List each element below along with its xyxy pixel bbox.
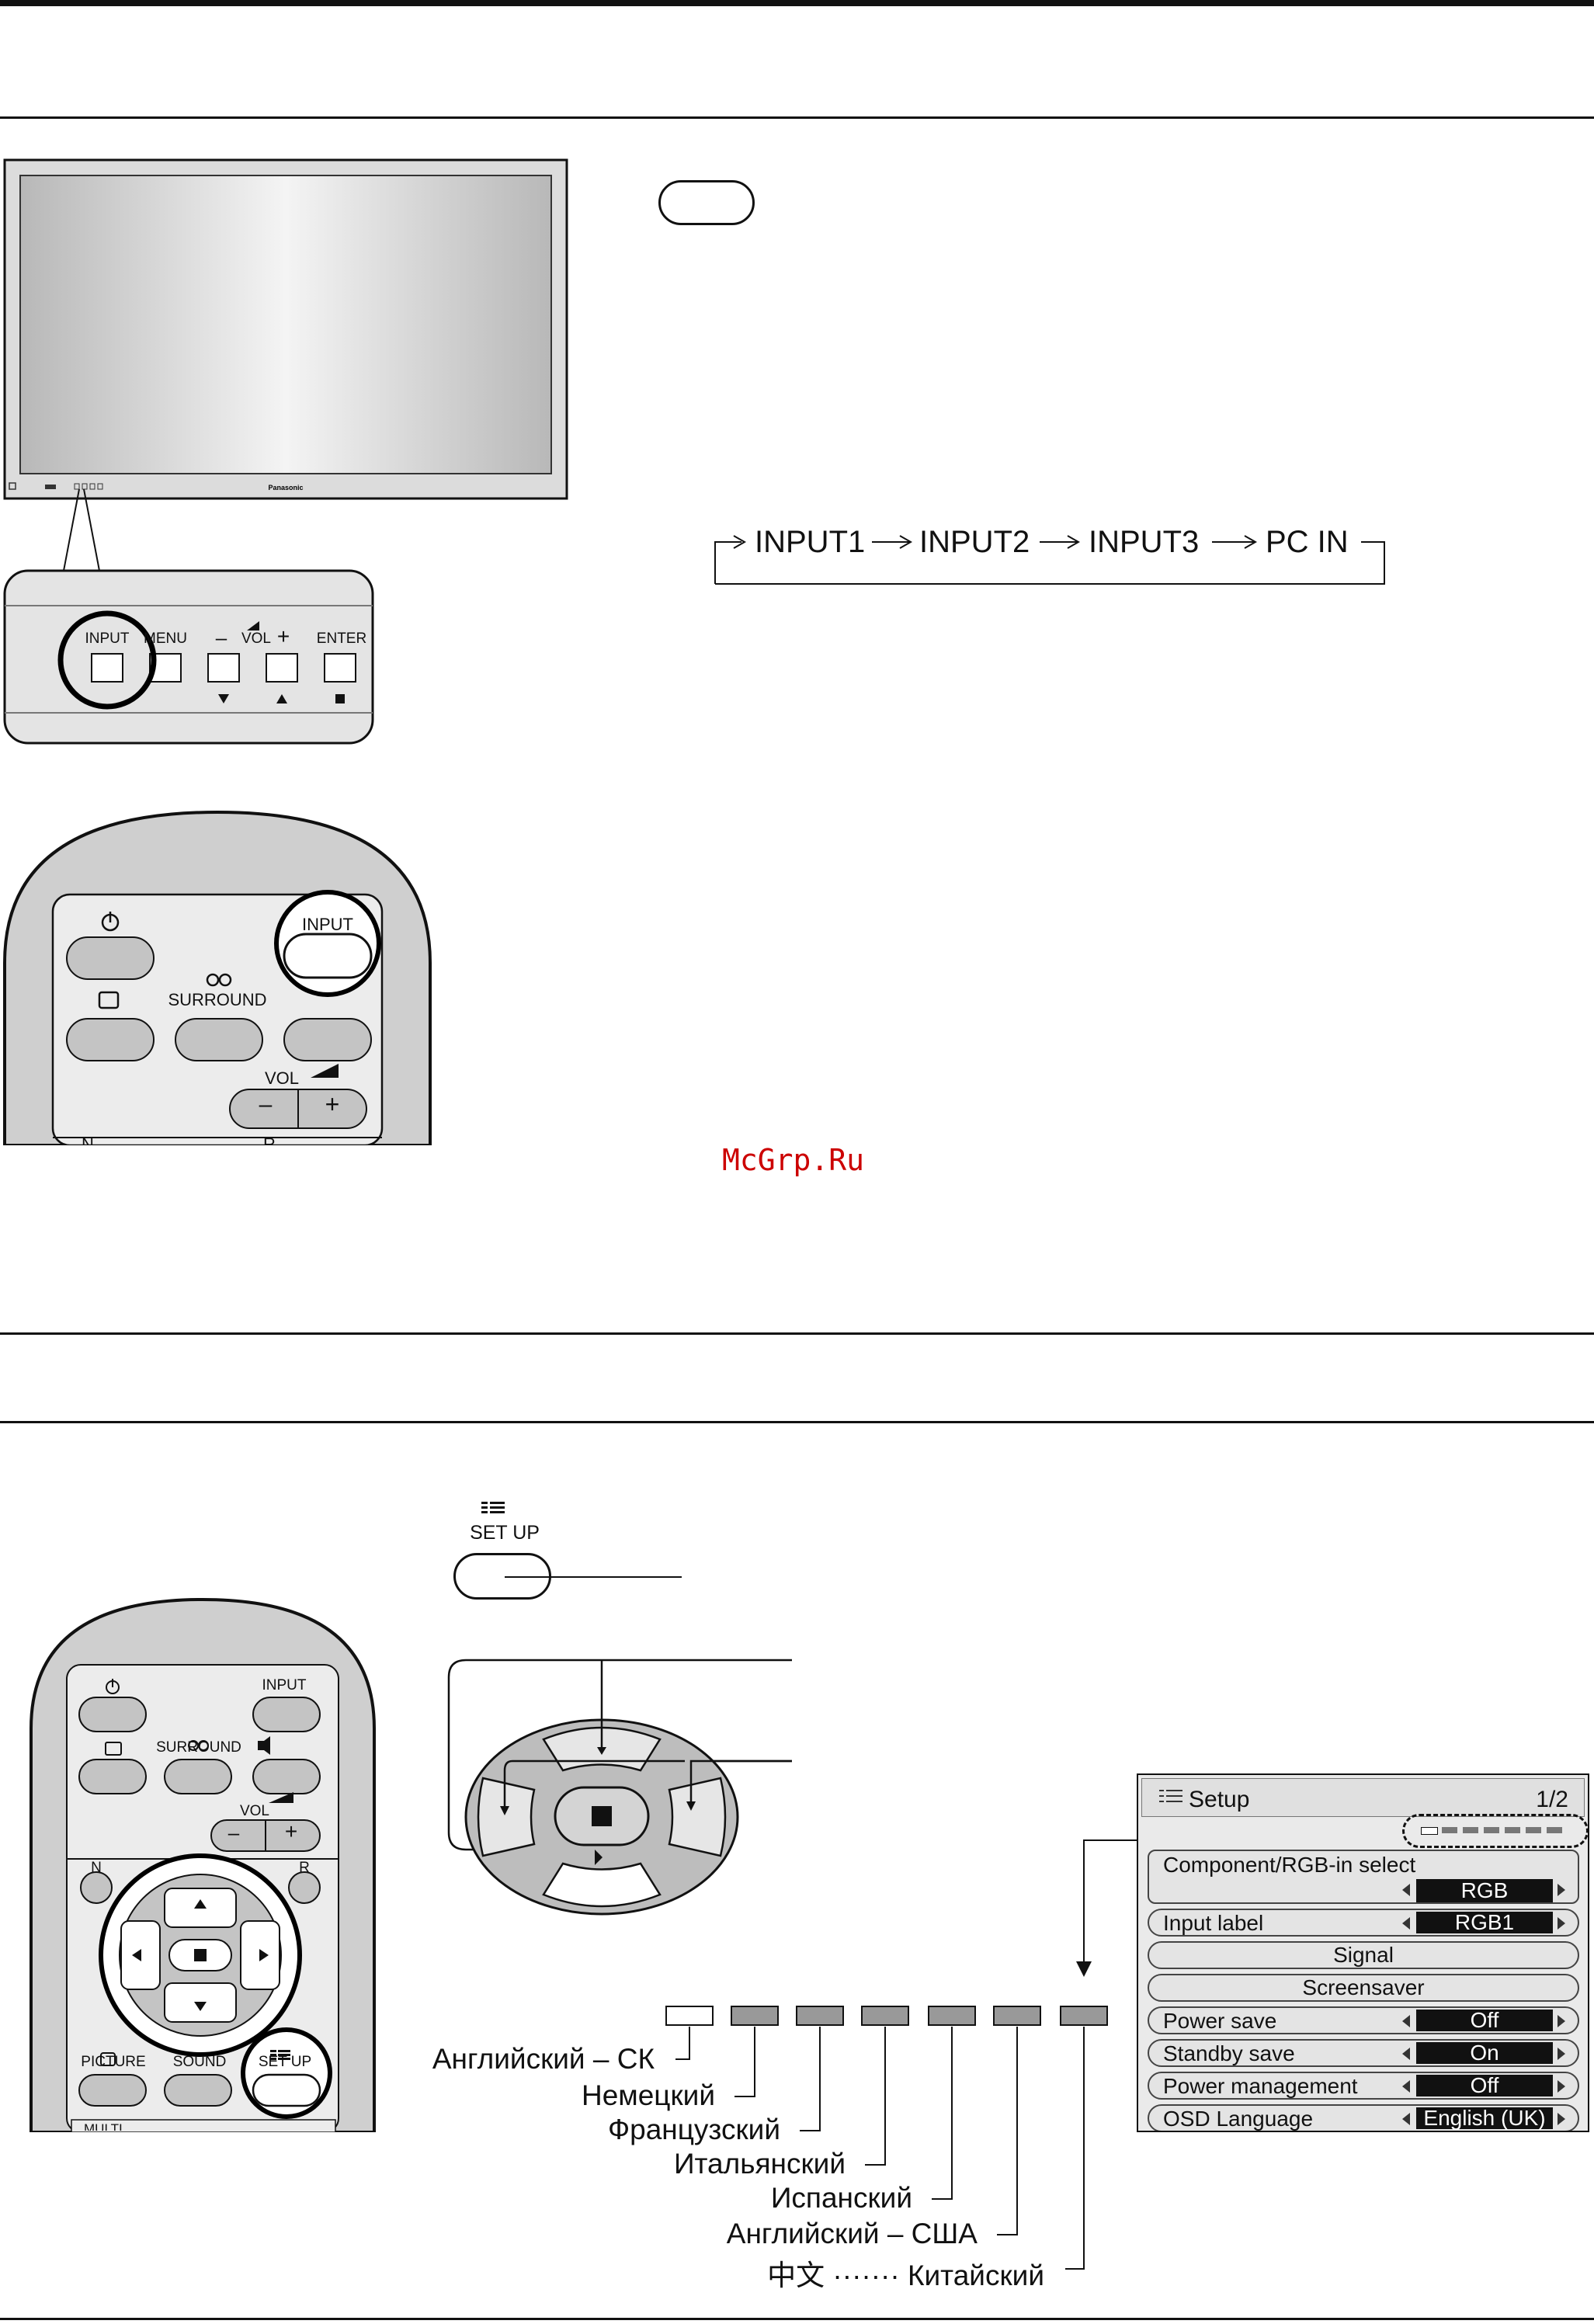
section2-title-rule <box>0 1421 1594 1423</box>
language-french: Французский <box>608 2114 780 2145</box>
osd-dashed-oval <box>1402 1814 1588 1848</box>
bottom-rule <box>0 2318 1594 2320</box>
left-arrow-icon[interactable] <box>1402 2080 1410 2093</box>
setup-button-label: SET UP <box>470 1522 540 1544</box>
tv-brand: Panasonic <box>268 484 303 492</box>
language-leader-lines <box>665 2006 1108 2270</box>
dpad-illustration <box>447 1659 792 1916</box>
section1-title-rule <box>0 116 1594 119</box>
remote-bottom-input-label[interactable]: INPUT <box>262 1677 307 1693</box>
language-spanish: Испанский <box>770 2182 912 2214</box>
setup-menu-icon <box>1159 1790 1182 1805</box>
remote-top-input-label[interactable]: INPUT <box>302 915 353 934</box>
setup-osd-menu: Setup 1/2 Component/RGB-in select RGB In… <box>1137 1773 1589 2132</box>
remote-top-surround-label[interactable]: SURROUND <box>168 990 267 1009</box>
input-button-icon[interactable] <box>658 180 755 225</box>
setup-menu-header: Setup 1/2 <box>1141 1778 1585 1817</box>
menu-row-osd-language[interactable]: OSD Language English (UK) <box>1148 2104 1579 2131</box>
panel-plus-label[interactable]: + <box>276 624 290 648</box>
remote-bottom-plus-label[interactable]: + <box>284 1819 298 1843</box>
remote-top-r-label: R <box>263 1134 276 1145</box>
left-arrow-icon[interactable] <box>1402 1917 1410 1930</box>
remote-bottom-vol-label: VOL <box>239 1803 270 1819</box>
remote-top-plus-label[interactable]: + <box>325 1090 340 1118</box>
language-chinese: 中文 ······· Китайский <box>767 2260 1044 2291</box>
panel-minus-label[interactable]: – <box>215 626 227 649</box>
menu-row-label: Screensaver <box>1302 1975 1425 1999</box>
remote-top-illustration <box>2 810 432 1145</box>
left-arrow-icon[interactable] <box>1402 1884 1410 1896</box>
left-arrow-icon[interactable] <box>1402 2015 1410 2027</box>
setup-button-leader <box>505 1576 682 1578</box>
menu-row-value: Off <box>1416 2010 1553 2031</box>
language-english-uk: Английский – СК <box>432 2043 655 2075</box>
menu-row-label: Power save <box>1163 2009 1277 2033</box>
remote-bottom-n-label: N <box>91 1860 102 1876</box>
right-arrow-icon[interactable] <box>1558 1884 1565 1896</box>
panel-enter-label[interactable]: ENTER <box>316 631 367 647</box>
right-arrow-icon[interactable] <box>1558 2113 1565 2125</box>
menu-row-value: RGB <box>1416 1879 1553 1902</box>
menu-row-label: Component/RGB-in select <box>1163 1853 1416 1877</box>
input-cycle-arrows <box>714 535 1385 585</box>
remote-bottom-setup-label[interactable]: SET UP <box>258 2054 312 2070</box>
menu-row-value: On <box>1416 2042 1553 2064</box>
menu-row-component-rgb-select[interactable]: Component/RGB-in select RGB <box>1148 1850 1579 1904</box>
menu-row-label: OSD Language <box>1163 2107 1314 2131</box>
menu-row-label: Standby save <box>1163 2041 1295 2065</box>
remote-bottom-sound-label[interactable]: SOUND <box>172 2054 227 2070</box>
remote-top-minus-label[interactable]: – <box>259 1092 273 1117</box>
language-italian: Итальянский <box>673 2148 846 2180</box>
menu-row-signal[interactable]: Signal <box>1148 1941 1579 1969</box>
menu-row-input-label[interactable]: Input label RGB1 <box>1148 1909 1579 1937</box>
menu-row-label: Power management <box>1163 2074 1358 2098</box>
right-arrow-icon[interactable] <box>1558 2015 1565 2027</box>
osd-page-dots <box>1421 1827 1565 1835</box>
menu-row-label: Signal <box>1333 1943 1394 1967</box>
setup-menu-page: 1/2 <box>1536 1787 1568 1812</box>
menu-row-label: Input label <box>1163 1911 1264 1935</box>
section2-top-rule <box>0 1332 1594 1335</box>
cycle-input3: INPUT3 <box>1089 525 1200 559</box>
top-rule <box>0 0 1594 6</box>
cycle-pc-in: PC IN <box>1266 525 1349 559</box>
right-arrow-icon[interactable] <box>1558 2048 1565 2060</box>
right-arrow-icon[interactable] <box>1558 1917 1565 1930</box>
language-german: Немецкий <box>581 2079 715 2111</box>
language-english-us: Английский – США <box>726 2218 978 2249</box>
panel-vol-label: VOL <box>241 631 272 647</box>
left-arrow-icon[interactable] <box>1402 2048 1410 2060</box>
cycle-input2: INPUT2 <box>919 525 1030 559</box>
cycle-input1: INPUT1 <box>755 525 866 559</box>
right-arrow-icon[interactable] <box>1558 2080 1565 2093</box>
menu-row-value: RGB1 <box>1416 1912 1553 1933</box>
remote-bottom-illustration <box>30 1597 376 2132</box>
remote-bottom-r-label: R <box>299 1860 310 1876</box>
menu-row-value: Off <box>1416 2075 1553 2096</box>
watermark: McGrp.Ru <box>722 1143 865 1177</box>
setup-menu-title: Setup <box>1189 1787 1250 1812</box>
remote-bottom-picture-label[interactable]: PICTURE <box>81 2054 146 2070</box>
left-arrow-icon[interactable] <box>1402 2113 1410 2125</box>
setup-menu-icon <box>481 1502 505 1514</box>
menu-row-standby-save[interactable]: Standby save On <box>1148 2039 1579 2067</box>
remote-top-vol-label: VOL <box>264 1068 300 1088</box>
tv-illustration: Panasonic <box>3 158 568 745</box>
panel-input-label[interactable]: INPUT <box>85 631 130 647</box>
remote-top-n-label: N <box>82 1134 94 1145</box>
remote-bottom-multi-label: MULTI <box>84 2121 123 2131</box>
panel-menu-label[interactable]: MENU <box>144 631 187 647</box>
menu-row-screensaver[interactable]: Screensaver <box>1148 1974 1579 2002</box>
menu-row-value: English (UK) <box>1416 2107 1553 2129</box>
remote-bottom-surround-label[interactable]: SURROUND <box>156 1739 241 1756</box>
menu-row-power-management[interactable]: Power management Off <box>1148 2072 1579 2100</box>
remote-bottom-minus-label[interactable]: – <box>227 1821 240 1844</box>
menu-row-power-save[interactable]: Power save Off <box>1148 2006 1579 2034</box>
